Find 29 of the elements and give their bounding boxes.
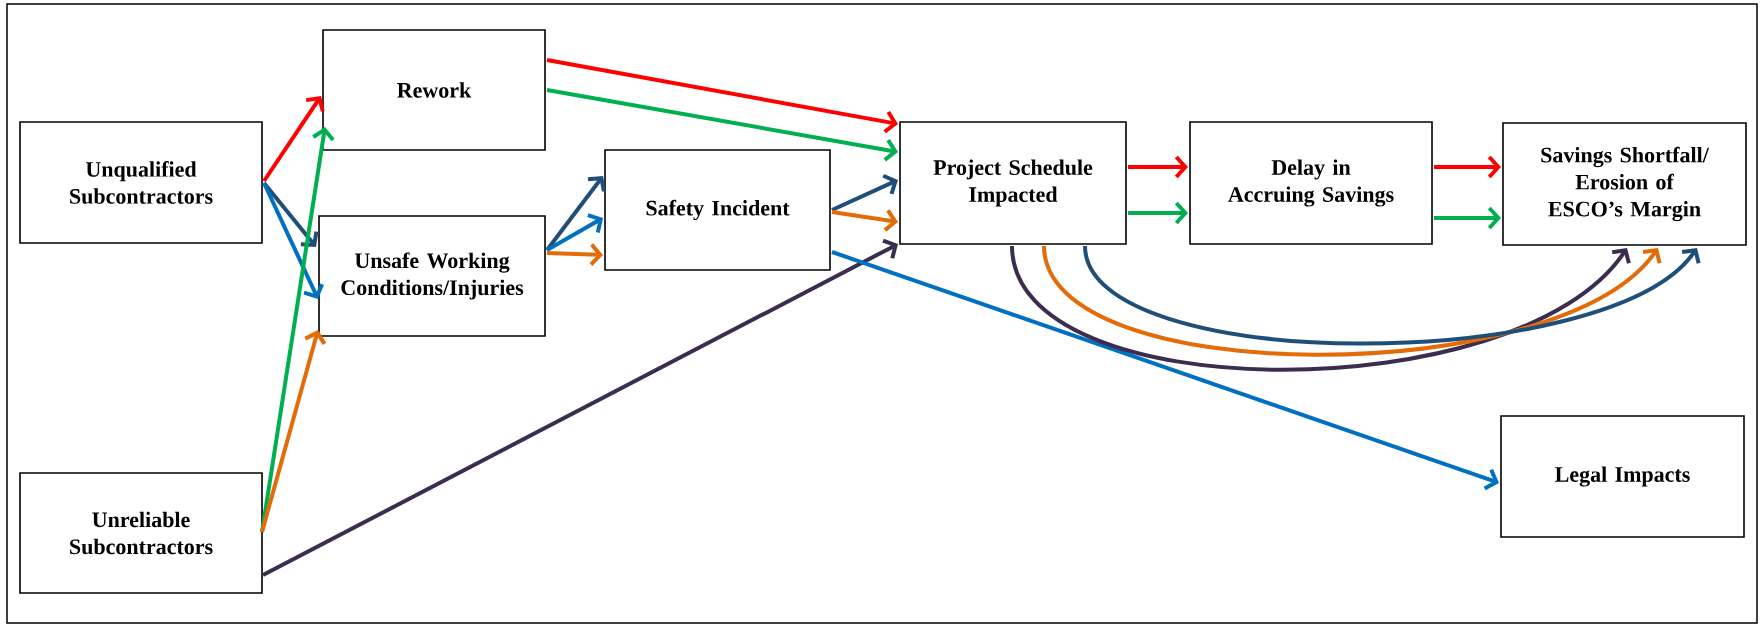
arrow: [546, 58, 898, 134]
arrow: [262, 238, 898, 577]
arrow: [1010, 245, 1631, 372]
arrow: [262, 96, 325, 183]
arrow: [546, 213, 603, 252]
arrow: [545, 176, 606, 252]
process-box: Unreliable Subcontractors: [19, 472, 263, 594]
arrow: [546, 243, 603, 266]
arrow: [546, 88, 898, 162]
process-box: Project Schedule Impacted: [899, 121, 1127, 245]
arrow: [1083, 245, 1701, 346]
process-box: Legal Impacts: [1500, 415, 1745, 538]
arrow: [260, 127, 335, 533]
process-box: Rework: [322, 29, 546, 151]
process-box: Unsafe Working Conditions/Injuries: [318, 215, 546, 337]
arrow: [1042, 245, 1662, 357]
arrow: [1128, 201, 1188, 225]
arrow: [1434, 155, 1501, 179]
process-box: Delay in Accruing Savings: [1189, 121, 1433, 245]
arrow: [831, 250, 1499, 491]
arrow: [1434, 206, 1501, 230]
arrow: [262, 182, 324, 299]
arrow: [1128, 155, 1188, 179]
process-box: Safety Incident: [604, 149, 831, 271]
arrow: [831, 173, 898, 212]
process-box: Unqualified Subcontractors: [19, 121, 263, 244]
arrow: [260, 330, 327, 533]
process-box: Savings Shortfall/ Erosion of ESCO’s Margin: [1502, 122, 1747, 246]
arrow: [831, 209, 898, 232]
